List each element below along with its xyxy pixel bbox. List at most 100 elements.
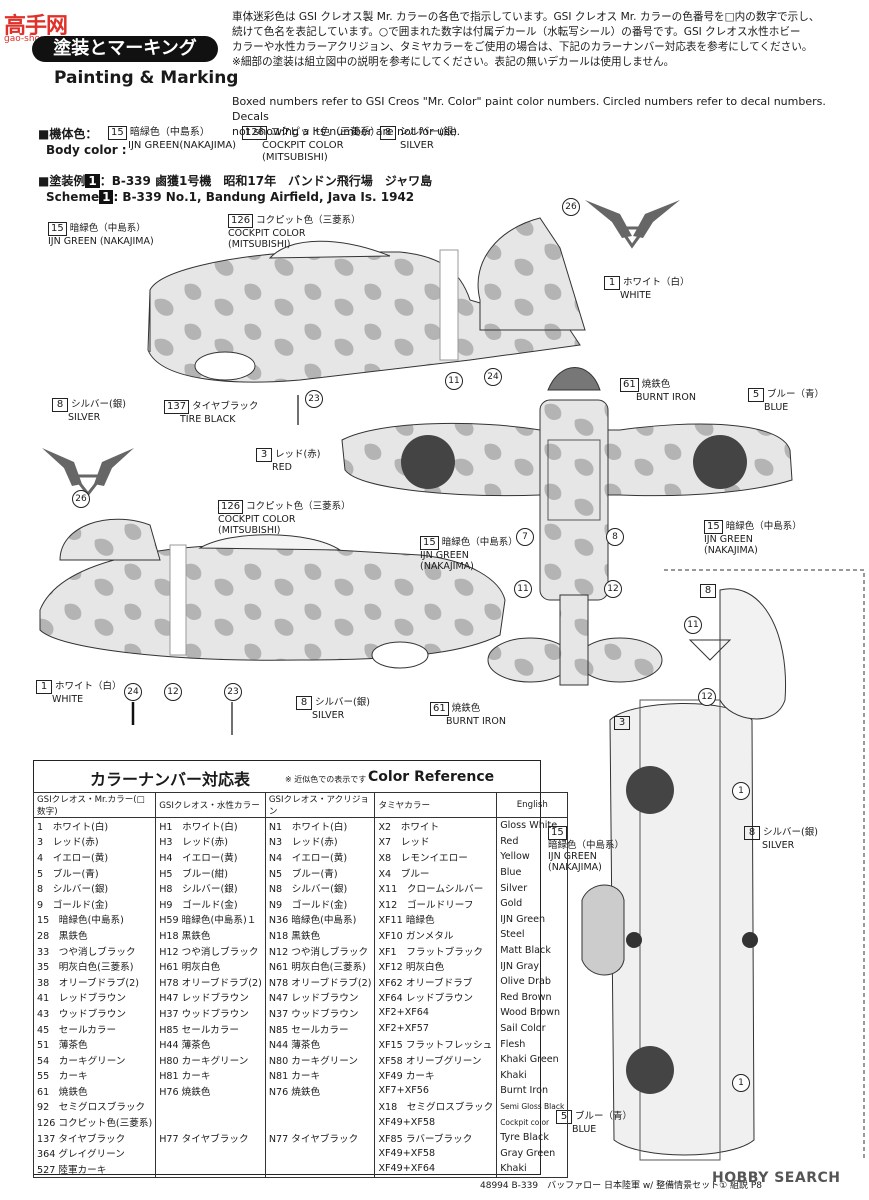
table-cell: XF10 ガンメタル <box>374 927 498 943</box>
decal-number: 24 <box>124 683 142 701</box>
table-row: 9 ゴールド(金)H9 ゴールド(金)N9 ゴールド(金)X12 ゴールドリーフ… <box>32 895 569 912</box>
callout-silver-2: 8 シルバー(銀)SILVER <box>296 696 370 721</box>
table-cell: N77 タイヤブラック <box>264 1129 376 1146</box>
table-cell: Gloss White <box>496 817 569 834</box>
callout-ijn-green-1: 15 暗緑色（中島系）IJN GREEN (NAKAJIMA) <box>48 222 154 247</box>
hobbysearch-watermark: HOBBY SEARCH <box>712 1170 841 1186</box>
decal-number: 7 <box>516 528 534 546</box>
table-cell <box>155 1098 266 1115</box>
callout-silver-1: 8 シルバー(銀)SILVER <box>52 398 126 423</box>
callout-blue-1: 5 ブルー（青）BLUE <box>748 388 824 413</box>
unit-emblem-left-icon <box>42 448 134 497</box>
table-cell: X4 ブルー <box>374 864 498 881</box>
table-cell: Olive Drab <box>496 973 569 990</box>
paint-name-en: COCKPIT COLOR <box>262 140 344 151</box>
table-cell: 51 薄茶色 <box>32 1036 157 1052</box>
table-cell: H76 焼鉄色 <box>155 1083 266 1099</box>
callout-white-2: 1 ホワイト（白）WHITE <box>36 680 122 705</box>
scheme-desc-en: : B-339 No.1, Bandung Airfield, Java Is.… <box>113 190 415 204</box>
col-aqueous: GSIクレオス・水性カラー <box>155 792 266 818</box>
paint-name-jp: シルバー(銀) <box>399 127 457 138</box>
decal-number: 24 <box>484 368 502 386</box>
table-cell: N44 薄茶色 <box>264 1036 376 1052</box>
color-table-note: ※ 近似色での表示です <box>285 775 367 784</box>
decal-number: 11 <box>514 580 532 598</box>
table-cell: Gold <box>496 895 569 912</box>
callout-silver-3: 8 シルバー(銀)SILVER <box>744 826 818 851</box>
table-cell: XF15 フラットフレッシュ <box>374 1036 498 1052</box>
table-cell: H80 カーキグリーン <box>155 1051 266 1068</box>
table-cell: Burnt Iron <box>496 1083 569 1099</box>
table-cell: IJN Gray <box>496 958 569 974</box>
table-cell: X2 ホワイト <box>374 817 498 834</box>
table-cell: Silver <box>496 880 569 896</box>
table-cell: XF12 明灰白色 <box>374 958 498 974</box>
table-cell <box>155 1145 266 1162</box>
table-cell <box>264 1161 376 1178</box>
paint-name-en: SILVER <box>400 140 434 151</box>
table-cell: Gray Green <box>496 1145 569 1162</box>
table-row: 8 シルバー(銀)H8 シルバー(銀)N8 シルバー(銀)X11 クロームシルバ… <box>32 880 569 896</box>
table-cell: N5 ブルー(青) <box>264 864 376 881</box>
table-cell: XF7+XF56 <box>374 1083 498 1099</box>
callout-white-1: 1 ホワイト（白）WHITE <box>604 276 690 301</box>
table-cell: 35 明灰白色(三菱系) <box>32 958 157 974</box>
table-cell: N85 セールカラー <box>264 1020 376 1037</box>
table-cell: XF11 暗緑色 <box>374 911 498 928</box>
table-cell: N36 暗緑色(中島系) <box>264 911 376 928</box>
callout-red-box: 3 <box>614 716 630 730</box>
decal-number: 12 <box>164 683 182 701</box>
table-cell: N1 ホワイト(白) <box>264 817 376 834</box>
table-cell: 28 黒鉄色 <box>32 927 157 943</box>
decal-number: 12 <box>604 580 622 598</box>
body-color-item: 15 暗緑色（中島系） IJN GREEN(NAKAJIMA) <box>108 126 236 152</box>
decal-number: 23 <box>224 683 242 701</box>
table-cell: H77 タイヤブラック <box>155 1129 266 1146</box>
aircraft-side-view-1 <box>147 217 586 383</box>
table-cell: N76 焼鉄色 <box>264 1083 376 1099</box>
table-cell: N3 レッド(赤) <box>264 833 376 850</box>
table-cell: N8 シルバー(銀) <box>264 880 376 896</box>
table-cell: Red Brown <box>496 989 569 1006</box>
intro-en-line: not showing a its number are not for use… <box>232 125 461 138</box>
color-table-title-jp: カラーナンバー対応表 <box>90 770 251 789</box>
table-cell: XF49 カーキ <box>374 1067 498 1084</box>
table-cell: 527 陸軍カーキ <box>32 1161 157 1178</box>
table-cell: Cockpit color <box>496 1114 569 1130</box>
table-cell: XF49+XF58 <box>374 1145 498 1162</box>
unit-emblem-top-icon <box>585 200 680 249</box>
color-table-title-en: Color Reference <box>368 769 495 785</box>
table-cell <box>155 1114 266 1130</box>
intro-en: Boxed numbers refer to GSI Creos "Mr. Co… <box>232 94 862 139</box>
table-cell: H81 カーキ <box>155 1067 266 1084</box>
table-cell: Semi Gloss Black <box>496 1098 569 1115</box>
table-cell: Yellow <box>496 849 569 865</box>
decal-number: 23 <box>305 390 323 408</box>
table-cell: N78 オリーブドラブ(2) <box>264 973 376 990</box>
decal-number: 1 <box>732 1074 750 1092</box>
callout-ijn-green-2: 15 暗緑色（中島系）IJN GREEN(NAKAJIMA) <box>704 520 802 556</box>
table-cell: 41 レッドブラウン <box>32 989 157 1006</box>
body-color-item: 126 コクピット色（三菱系） COCKPIT COLOR (MITSUBISH… <box>242 126 380 164</box>
table-cell: X11 クロームシルバー <box>374 880 498 896</box>
table-cell: 43 ウッドブラウン <box>32 1005 157 1021</box>
table-cell: XF49+XF58 <box>374 1114 498 1130</box>
intro-en-line: Boxed numbers refer to GSI Creos "Mr. Co… <box>232 95 826 123</box>
callout-red: 3 レッド(赤)RED <box>256 448 320 473</box>
decal-number: 1 <box>732 782 750 800</box>
intro-jp-line: ※細部の塗装は組立図中の説明を参考にしてください。表記の無いデカールは使用しませ… <box>232 56 675 68</box>
table-cell: 45 セールカラー <box>32 1020 157 1037</box>
table-cell: XF85 ラバーブラック <box>374 1129 498 1146</box>
